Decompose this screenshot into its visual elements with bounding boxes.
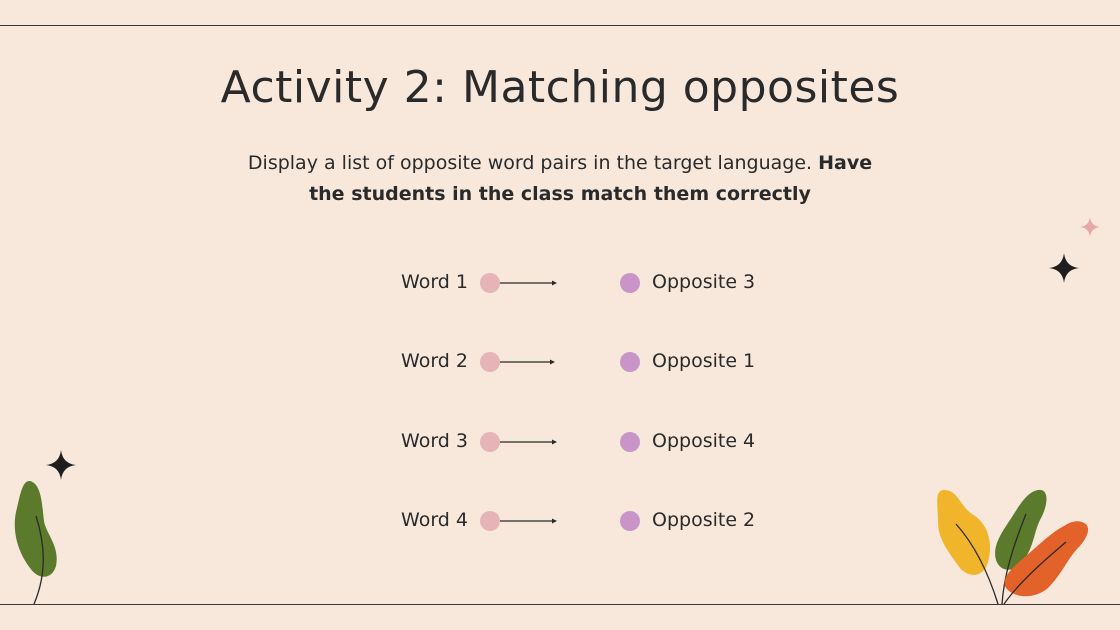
pair-row-4: Word 4 Opposite 2 <box>0 506 1120 536</box>
pair-row-3: Word 3 Opposite 4 <box>0 427 1120 457</box>
arrow-icon <box>500 280 557 286</box>
top-divider <box>0 25 1120 26</box>
opposite-label: Opposite 4 <box>652 430 756 452</box>
pair-row-2: Word 2 Opposite 1 <box>0 347 1120 377</box>
subtitle-plain: Display a list of opposite word pairs in… <box>247 152 819 174</box>
word-dot <box>480 432 500 452</box>
opposite-label: Opposite 3 <box>652 271 756 293</box>
opposite-label: Opposite 1 <box>652 350 756 372</box>
opposite-label: Opposite 2 <box>652 509 756 531</box>
pair-row-1: Word 1 Opposite 3 <box>0 268 1120 298</box>
slide-subtitle: Display a list of opposite word pairs in… <box>230 148 890 210</box>
word-dot <box>480 511 500 531</box>
word-label: Word 3 <box>401 430 468 452</box>
opposite-dot <box>620 273 640 293</box>
leaves-right-icon <box>937 489 1089 605</box>
sparkle-black-icon <box>1049 253 1079 283</box>
word-label: Word 4 <box>401 509 468 531</box>
word-label: Word 1 <box>401 271 468 293</box>
subtitle-bold: Have the students in the class match the… <box>309 152 873 205</box>
arrow-icon <box>500 439 557 445</box>
arrow-icon <box>500 518 557 524</box>
sparkle-pink-icon <box>1080 217 1100 237</box>
sparkle-black-icon <box>46 450 76 480</box>
word-label: Word 2 <box>401 350 468 372</box>
opposite-dot <box>620 432 640 452</box>
leaf-left-icon <box>14 480 57 605</box>
bottom-divider <box>0 604 1120 605</box>
opposite-dot <box>620 511 640 531</box>
slide-title: Activity 2: Matching opposites <box>220 62 900 113</box>
word-dot <box>480 352 500 372</box>
arrow-icon <box>500 359 555 365</box>
word-dot <box>480 273 500 293</box>
opposite-dot <box>620 352 640 372</box>
